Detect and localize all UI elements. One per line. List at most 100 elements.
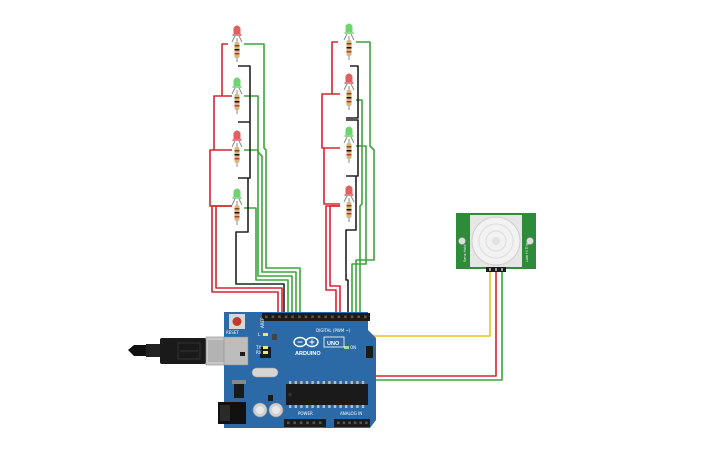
wire-green-right-1[interactable] [355, 41, 375, 318]
wires [209, 41, 503, 424]
left-led-4-green[interactable] [231, 188, 243, 226]
uno-model-text: UNO [327, 341, 340, 347]
led-anode-leg [343, 195, 348, 203]
led-rim [232, 34, 242, 36]
mcu-pin [289, 405, 292, 408]
wire-green-right-2[interactable] [351, 145, 367, 318]
digital-header[interactable] [262, 313, 370, 321]
mcu-pin [294, 405, 297, 408]
usb-plug-ridge [177, 342, 201, 360]
resistor-band [346, 97, 352, 99]
mcu-pin [328, 381, 331, 384]
header-hole [337, 421, 340, 425]
header-hole [324, 315, 327, 319]
led-lens [345, 73, 353, 82]
resistor-band [234, 158, 240, 160]
header-hole [319, 421, 322, 425]
small-component-2 [240, 352, 245, 356]
pir-motion-sensor[interactable]: Sens Hold Low Hi Trig [456, 213, 536, 272]
pir-sensitivity-pot[interactable] [458, 237, 466, 245]
mcu-pin [300, 381, 303, 384]
atmega-microcontroller [286, 384, 368, 405]
mcu-pin [361, 405, 365, 408]
power-header[interactable] [284, 419, 326, 427]
icsp-header [366, 346, 373, 358]
led-anode-leg [231, 140, 236, 148]
pir-delay-pot[interactable] [526, 237, 534, 245]
left-led-1-red[interactable] [231, 25, 243, 63]
header-hole [265, 315, 268, 319]
wire-green-right-3[interactable] [356, 99, 363, 318]
uno-badge [323, 336, 345, 348]
resistor-band [234, 150, 240, 152]
wire-red-right-2[interactable] [329, 205, 341, 318]
header-hole [350, 315, 354, 319]
pir-right-label: Low Hi Trig [525, 243, 529, 262]
right-led-3-green[interactable] [343, 126, 355, 164]
header-hole [342, 421, 346, 425]
header-hole [357, 315, 360, 319]
resistor-band [234, 216, 240, 218]
mcu-pin [317, 381, 320, 384]
resistor-band [346, 154, 352, 156]
led-lens [233, 130, 241, 139]
capacitor-2-top [272, 406, 280, 414]
right-led-1-green[interactable] [343, 23, 355, 61]
header-hole [312, 421, 316, 425]
led-cathode-leg [350, 195, 355, 203]
tx-label: TX [255, 345, 261, 350]
header-hole [311, 315, 314, 319]
analog-section-label: ANALOG IN [340, 411, 362, 416]
led-cathode-leg [350, 83, 355, 91]
led-lens [345, 126, 353, 135]
led-cathode-leg [238, 87, 243, 95]
header-hole [331, 315, 334, 319]
usb-cable-neck [146, 344, 160, 357]
mcu-pin [311, 381, 314, 384]
power-section-label: POWER [298, 411, 313, 416]
led-on-indicator [344, 346, 349, 349]
mcu-pin [339, 381, 342, 384]
header-hole [353, 421, 357, 425]
wire-green-led3[interactable] [244, 149, 293, 318]
header-hole [348, 421, 351, 425]
resistor-band [234, 97, 240, 99]
led-anode-leg [231, 198, 236, 206]
header-hole [278, 315, 281, 319]
resistor-band [346, 213, 352, 215]
wire-red-right[interactable] [321, 41, 340, 318]
mcu-pin [361, 381, 365, 384]
wire-green-led1[interactable] [244, 43, 301, 318]
led-rim [344, 194, 354, 196]
wire-black-left[interactable] [235, 65, 285, 318]
led-lens [345, 23, 353, 32]
mcu-pin [350, 381, 353, 384]
mcu-pin [345, 405, 348, 408]
small-component-3 [272, 334, 277, 340]
right-led-4-red[interactable] [343, 185, 355, 223]
wire-green-led2[interactable] [244, 95, 297, 318]
arduino-logo [293, 336, 319, 348]
reset-button[interactable] [232, 317, 242, 326]
header-hole [337, 315, 341, 319]
mcu-pin [339, 405, 342, 408]
right-led-2-red[interactable] [343, 73, 355, 111]
resistor-band [346, 93, 352, 95]
header-hole [365, 421, 368, 425]
header-hole [287, 421, 290, 425]
left-led-2-green[interactable] [231, 77, 243, 115]
wire-red-left-2[interactable] [211, 205, 279, 318]
left-led-3-red[interactable] [231, 130, 243, 168]
crystal-oscillator [251, 367, 279, 378]
arduino-uno-board[interactable]: ARDUINO UNO DIGITAL (PWM ~) POWER ANALOG… [218, 312, 376, 428]
led-lens [233, 188, 241, 197]
mcu-pin [333, 381, 337, 384]
analog-header[interactable] [334, 419, 370, 427]
resistor-band [234, 105, 240, 107]
led-anode-leg [343, 33, 348, 41]
wire-black-right[interactable] [345, 65, 359, 318]
wire-green-led4[interactable] [244, 207, 289, 318]
wire-red-left[interactable] [209, 43, 283, 318]
mcu-pin [294, 381, 297, 384]
